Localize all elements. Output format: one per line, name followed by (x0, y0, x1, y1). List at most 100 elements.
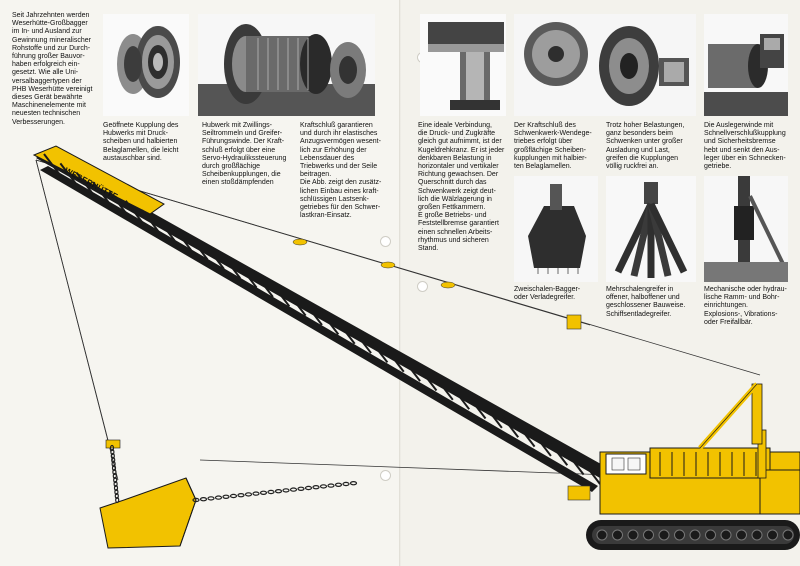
boom-lattice-brace (353, 331, 372, 354)
track-roller (689, 529, 701, 541)
chain-link (342, 481, 350, 487)
chain-link (111, 464, 117, 472)
rope-sheave (440, 281, 456, 289)
boom-lattice-brace (272, 284, 291, 307)
chain-link (114, 492, 119, 500)
caption-boom-winch: Die Auslegerwinde mit Schnellverschlußku… (704, 122, 786, 171)
boom-lattice-brace (517, 424, 536, 448)
chain-link (115, 496, 120, 504)
caption-slewing-gear: Der Kraftschluß des Schwenkwerk-Wendege-… (514, 122, 592, 171)
chain-link (289, 487, 298, 492)
boom-lattice-brace (239, 265, 258, 289)
page-gutter (399, 0, 401, 566)
track-roller (736, 529, 747, 541)
boom-winch-photo (704, 14, 788, 116)
punch-hole (417, 281, 428, 292)
boom-lattice-brace (501, 415, 520, 438)
chain-link (222, 494, 230, 499)
track-roller (596, 529, 608, 541)
boom-lattice-brace (157, 218, 176, 242)
boom-lattice-brace (108, 190, 127, 214)
chain-link (113, 480, 118, 488)
chain-link (207, 496, 215, 501)
chain-link (304, 485, 313, 491)
slewing-ring-photo (420, 14, 506, 116)
chain-link (274, 489, 283, 494)
boom-lattice-brace (43, 153, 62, 176)
chain-link (192, 497, 200, 503)
chain-link (112, 472, 117, 480)
rope-sheave (380, 261, 396, 269)
boom-lattice-brace (223, 256, 242, 279)
caption-clamshell-grab: Zweischalen-Bagger- oder Verladegreifer. (514, 286, 581, 302)
chain-link (109, 444, 115, 452)
boom-lattice-brace (206, 246, 225, 270)
chain-link (237, 493, 245, 498)
caption-orange-peel-grab: Mehrschalengreifer in offener, halboffen… (606, 286, 686, 318)
rope-sheave (292, 238, 308, 246)
orange-peel-grab-photo (606, 176, 696, 282)
caption-hoist-winch: Hubwerk mit Zwillings- Seiltrommeln und … (202, 122, 287, 187)
chain-link (113, 476, 118, 484)
boom-lattice-brace (370, 340, 389, 364)
boom-lattice-brace (582, 462, 601, 485)
track-roller (643, 529, 654, 541)
chain-link (267, 489, 275, 495)
boom-lattice-brace (419, 368, 438, 392)
crawler-track (586, 520, 800, 550)
drag-chain (109, 444, 358, 504)
boom-lattice-brace (550, 443, 569, 466)
track-roller (705, 529, 716, 541)
boom-lattice-brace (566, 452, 585, 476)
boom-lattice-brace (190, 237, 209, 261)
chain-link (112, 468, 117, 476)
boom-lattice-brace (337, 321, 356, 345)
track-roller (612, 529, 623, 541)
boom-fitting (566, 314, 582, 330)
clutch-photo (103, 14, 189, 116)
chain-link (244, 492, 253, 497)
track-roller (674, 529, 685, 541)
boom-lattice-brace (141, 209, 160, 233)
boom-lattice-brace (533, 433, 552, 457)
caption-pile-driver: Mechanische oder hydrau- lische Ramm- un… (704, 286, 787, 326)
chain-link (349, 481, 358, 486)
track-roller (782, 529, 794, 541)
punch-hole (380, 236, 391, 247)
chain-link (312, 485, 320, 490)
caption-clutch-engagement: Trotz hoher Belastungen, ganz besonders … (606, 122, 685, 171)
boom-lattice-brace (435, 377, 454, 401)
chain-link (110, 448, 115, 456)
boom-lattice-brace (174, 228, 192, 251)
track-roller (767, 529, 778, 541)
caption-power-transmission: Kraftschluß garantieren und durch ihr el… (300, 122, 382, 220)
boom-lattice-brace (452, 387, 470, 410)
chain-link (111, 460, 116, 468)
pile-driver-photo (704, 176, 788, 282)
boom-lattice-brace (402, 359, 421, 382)
caption-clutch: Geöffnete Kupplung des Hubwerks mit Druc… (103, 122, 179, 162)
chain-link (114, 488, 119, 496)
boom-lattice-brace (255, 274, 274, 298)
boom-lattice-brace (304, 303, 323, 326)
dragline-bucket (99, 439, 197, 549)
chain-link (199, 497, 208, 502)
punch-hole (380, 470, 391, 481)
boom-lattice-brace (59, 162, 78, 186)
track-roller (627, 529, 639, 541)
chain-link (214, 495, 223, 500)
hoist-winch-photo (198, 14, 375, 116)
boom-lattice-brace (75, 172, 94, 195)
caption-slewing-ring: Eine ideale Verbindung, die Druck- und Z… (418, 122, 505, 253)
chain-link (113, 484, 119, 492)
track-roller (720, 529, 732, 541)
slewing-gear-photo (514, 14, 696, 116)
chain-link (229, 493, 238, 499)
boom-lattice-brace (124, 200, 143, 223)
boom-lattice-brace (92, 181, 111, 205)
boom-lattice-brace (321, 312, 340, 335)
boom-lattice-brace (386, 349, 405, 373)
excavator-house (599, 382, 800, 515)
